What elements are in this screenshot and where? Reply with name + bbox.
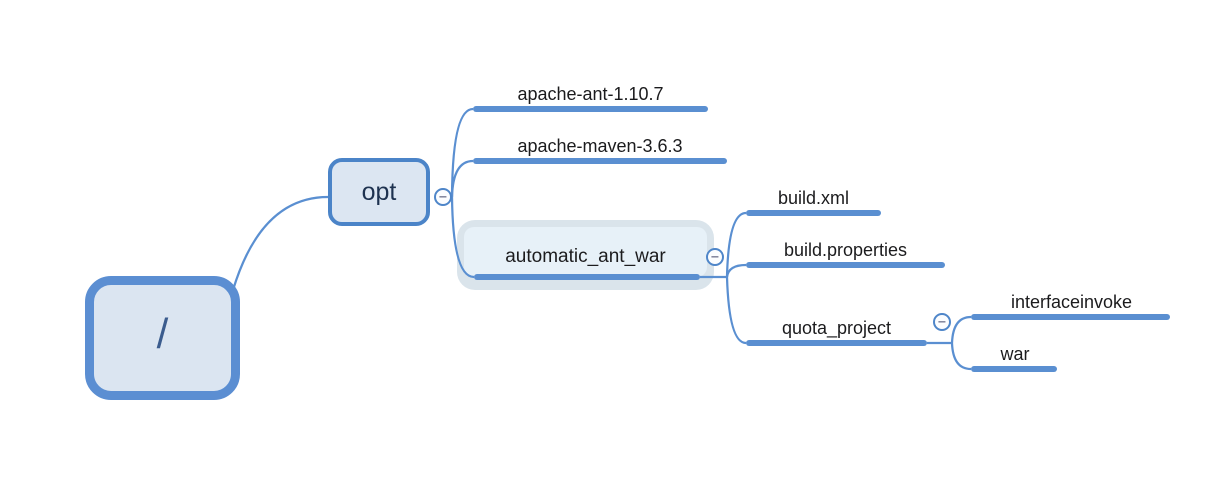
node-quota-project-label[interactable]: quota_project bbox=[781, 318, 892, 338]
minus-icon: − bbox=[710, 248, 720, 265]
minus-icon: − bbox=[438, 188, 448, 205]
node-automatic-ant-war-box[interactable] bbox=[464, 227, 707, 277]
minus-icon: − bbox=[937, 313, 947, 330]
collapse-button-automatic-ant-war[interactable]: − bbox=[706, 248, 724, 266]
node-root[interactable]: / bbox=[85, 276, 240, 400]
node-opt-label: opt bbox=[361, 177, 397, 206]
node-build-xml-label[interactable]: build.xml bbox=[777, 188, 850, 208]
node-apache-maven-label[interactable]: apache-maven-3.6.3 bbox=[517, 136, 683, 156]
edge-opt-to-apache-maven bbox=[450, 159, 474, 198]
edge-auto-to-quota-project bbox=[725, 276, 747, 345]
node-war-label[interactable]: war bbox=[1000, 344, 1030, 364]
node-interfaceinvoke-label[interactable]: interfaceinvoke bbox=[1010, 292, 1133, 312]
collapse-button-opt[interactable]: − bbox=[434, 188, 452, 206]
edge-opt-to-apache-ant bbox=[450, 107, 474, 198]
node-automatic-ant-war-label[interactable]: automatic_ant_war bbox=[505, 246, 666, 267]
edge-auto-to-build-xml bbox=[725, 211, 747, 278]
edge-auto-to-build-properties bbox=[725, 263, 747, 278]
edge-root-to-opt bbox=[231, 195, 329, 291]
edge-quota-to-interfaceinvoke bbox=[950, 315, 972, 344]
node-build-properties-label[interactable]: build.properties bbox=[783, 240, 908, 260]
node-root-label: / bbox=[156, 310, 169, 357]
node-apache-ant-label[interactable]: apache-ant-1.10.7 bbox=[517, 84, 664, 104]
collapse-button-quota-project[interactable]: − bbox=[933, 313, 951, 331]
node-opt[interactable]: opt bbox=[328, 158, 430, 226]
edge-quota-to-war bbox=[950, 342, 972, 371]
